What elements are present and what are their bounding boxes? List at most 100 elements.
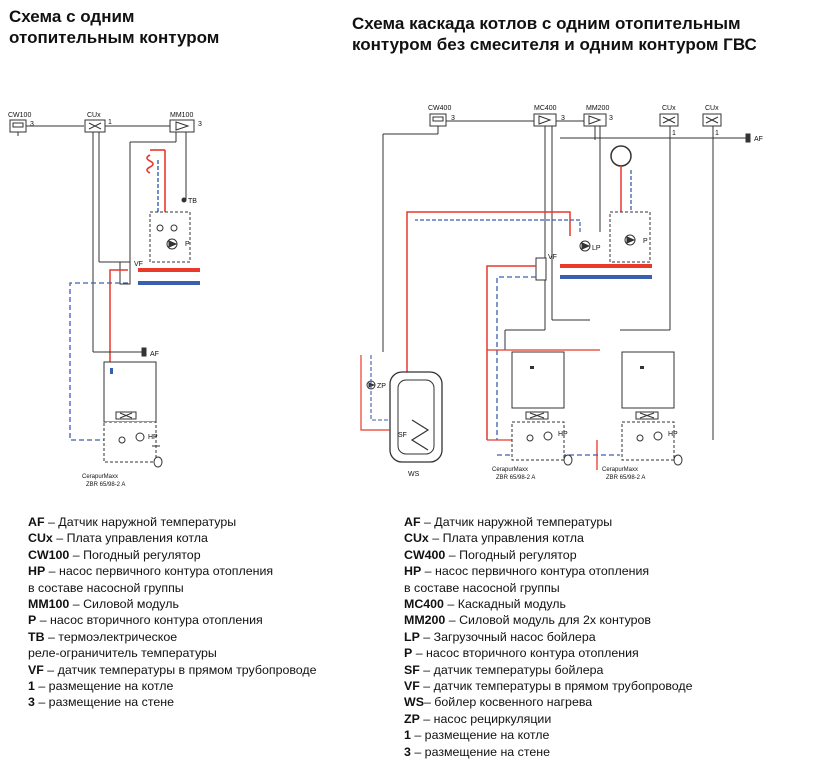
label-boiler-left-model: ZBR 65/98-2 A — [86, 482, 125, 488]
legend-text: – размещение на котле — [410, 728, 550, 743]
label-mm200: MM200 — [586, 105, 609, 112]
legend-item: 1 – размещение на котле — [404, 727, 693, 743]
legend-item: HP – насос первичного контура отопления — [28, 563, 317, 579]
label-right-num3a: 3 — [451, 115, 455, 122]
legend-key: VF — [404, 679, 420, 694]
label-sf: SF — [398, 432, 407, 439]
label-right-num1a: 1 — [672, 130, 676, 137]
legend-key: 3 — [28, 695, 35, 710]
hydraulic-diagrams: CW100 3 CUx 1 MM100 3 TB — [8, 105, 763, 488]
legend-text: – Датчик наружной температуры — [420, 515, 613, 529]
legend-text: – Каскадный модуль — [443, 597, 566, 612]
legend-text: – размещение на стене — [410, 744, 550, 759]
legend-item: VF – датчик температуры в прямом трубопр… — [404, 678, 693, 694]
legend-text: – датчик температуры в прямом трубопрово… — [43, 662, 317, 677]
legend-text: – насос первичного контура отопления — [421, 564, 650, 579]
legend-item: CW400 – Погодный регулятор — [404, 547, 693, 563]
label-zp: ZP — [377, 383, 386, 390]
mm100-module-icon — [169, 119, 195, 133]
legend-key: VF — [28, 662, 44, 677]
legend-text: – термоэлектрическое — [44, 629, 178, 644]
legend-key: P — [404, 646, 413, 661]
legend-key: ZP — [404, 711, 420, 726]
label-right-num1b: 1 — [715, 130, 719, 137]
label-left-num3a: 3 — [30, 121, 34, 128]
legend-text: – насос вторичного контура отопления — [412, 646, 639, 661]
legend-item: 1 – размещение на котле — [28, 678, 317, 694]
label-right-num3b: 3 — [561, 115, 565, 122]
label-right-num3c: 3 — [609, 115, 613, 122]
legend-key: CW400 — [404, 547, 446, 562]
legend-key: 1 — [28, 679, 35, 694]
cw100-regulator-icon — [9, 119, 27, 136]
legend-key: AF — [28, 515, 45, 529]
label-mc400: MC400 — [534, 105, 557, 112]
legend-text: – Плата управления котла — [428, 531, 584, 546]
label-p-right: P — [643, 238, 648, 245]
label-af-left: AF — [150, 351, 159, 358]
cw400-regulator-icon — [429, 113, 447, 127]
legend-key: CUx — [28, 531, 53, 546]
title-left-line2: отопительным контуром — [9, 28, 220, 47]
legend-text: – насос первичного контура отопления — [45, 564, 274, 579]
pump-lp-icon — [579, 240, 591, 252]
legend-item: TB – термоэлектрическое — [28, 629, 317, 645]
legend-text: реле-ограничитель температуры — [28, 646, 217, 661]
tb-sensor-icon — [181, 197, 187, 203]
label-left-num1: 1 — [108, 119, 112, 126]
ws-tank-icon — [389, 371, 443, 463]
label-cw100: CW100 — [8, 112, 31, 119]
legend-text: – Погодный регулятор — [69, 547, 201, 562]
legend-item: 3 – размещение на стене — [28, 694, 317, 710]
legend-item: AF – Датчик наружной температуры — [404, 514, 693, 530]
mm200-module-icon — [583, 113, 607, 127]
legend-key: HP — [404, 564, 422, 579]
label-cux-left: CUx — [87, 112, 101, 119]
legend-item: MC400 – Каскадный модуль — [404, 596, 693, 612]
legend-text: в составе насосной группы — [28, 580, 184, 595]
legend-text: – Силовой модуль — [69, 597, 179, 612]
legend-item: MM100 – Силовой модуль — [28, 596, 317, 612]
boiler-left-icon — [103, 361, 163, 468]
right-diagram: CW400 3 MC400 3 MM200 3 CUx CUx — [360, 105, 763, 481]
legend-item: CUx – Плата управления котла — [404, 530, 693, 546]
legend-item: WS– бойлер косвенного нагрева — [404, 694, 693, 710]
legend-key: MM200 — [404, 613, 446, 628]
legend-item: MM200 – Силовой модуль для 2х контуров — [404, 612, 693, 628]
legend-key: P — [28, 613, 37, 628]
title-cascade: Схема каскада котлов с одним отопительны… — [352, 13, 757, 55]
legend-key: CUx — [404, 531, 429, 546]
legend-key: 3 — [404, 744, 411, 759]
legend-key: TB — [28, 629, 45, 644]
legend-key: 1 — [404, 728, 411, 743]
legend-item: SF – датчик температуры бойлера — [404, 662, 693, 678]
legend-text: – Датчик наружной температуры — [44, 515, 237, 529]
legend-key: LP — [404, 629, 420, 644]
label-hp-right-1: HP — [558, 431, 568, 438]
label-boiler1-name: CerapurMaxx — [492, 467, 528, 473]
pump-p-icon — [166, 238, 178, 250]
legend-item: CUx – Плата управления котла — [28, 530, 317, 546]
legend-item: реле-ограничитель температуры — [28, 645, 317, 661]
legend-key: WS — [404, 695, 424, 710]
legend-text: – размещение на стене — [34, 695, 174, 710]
legend-item: AF – Датчик наружной температуры — [28, 514, 317, 530]
label-p-left: P — [185, 241, 190, 248]
label-hp-right-2: HP — [668, 431, 678, 438]
legend-item: P – насос вторичного контура отопления — [28, 612, 317, 628]
legend-item: в составе насосной группы — [28, 580, 317, 596]
label-hp-left: HP — [148, 434, 158, 441]
title-left-line1: Схема с одним — [9, 7, 135, 26]
legend-text: – датчик температуры в прямом трубопрово… — [419, 679, 693, 694]
legend-item: VF – датчик температуры в прямом трубопр… — [28, 662, 317, 678]
label-ws: WS — [408, 471, 420, 478]
legend-item: CW100 – Погодный регулятор — [28, 547, 317, 563]
pump-p-right-icon — [624, 234, 636, 246]
label-boiler-left-name: CerapurMaxx — [82, 474, 118, 480]
label-boiler1-model: ZBR 65/98-2 A — [496, 475, 535, 481]
legend-key: CW100 — [28, 547, 70, 562]
label-cux-right-2: CUx — [705, 105, 719, 112]
label-boiler2-name: CerapurMaxx — [602, 467, 638, 473]
